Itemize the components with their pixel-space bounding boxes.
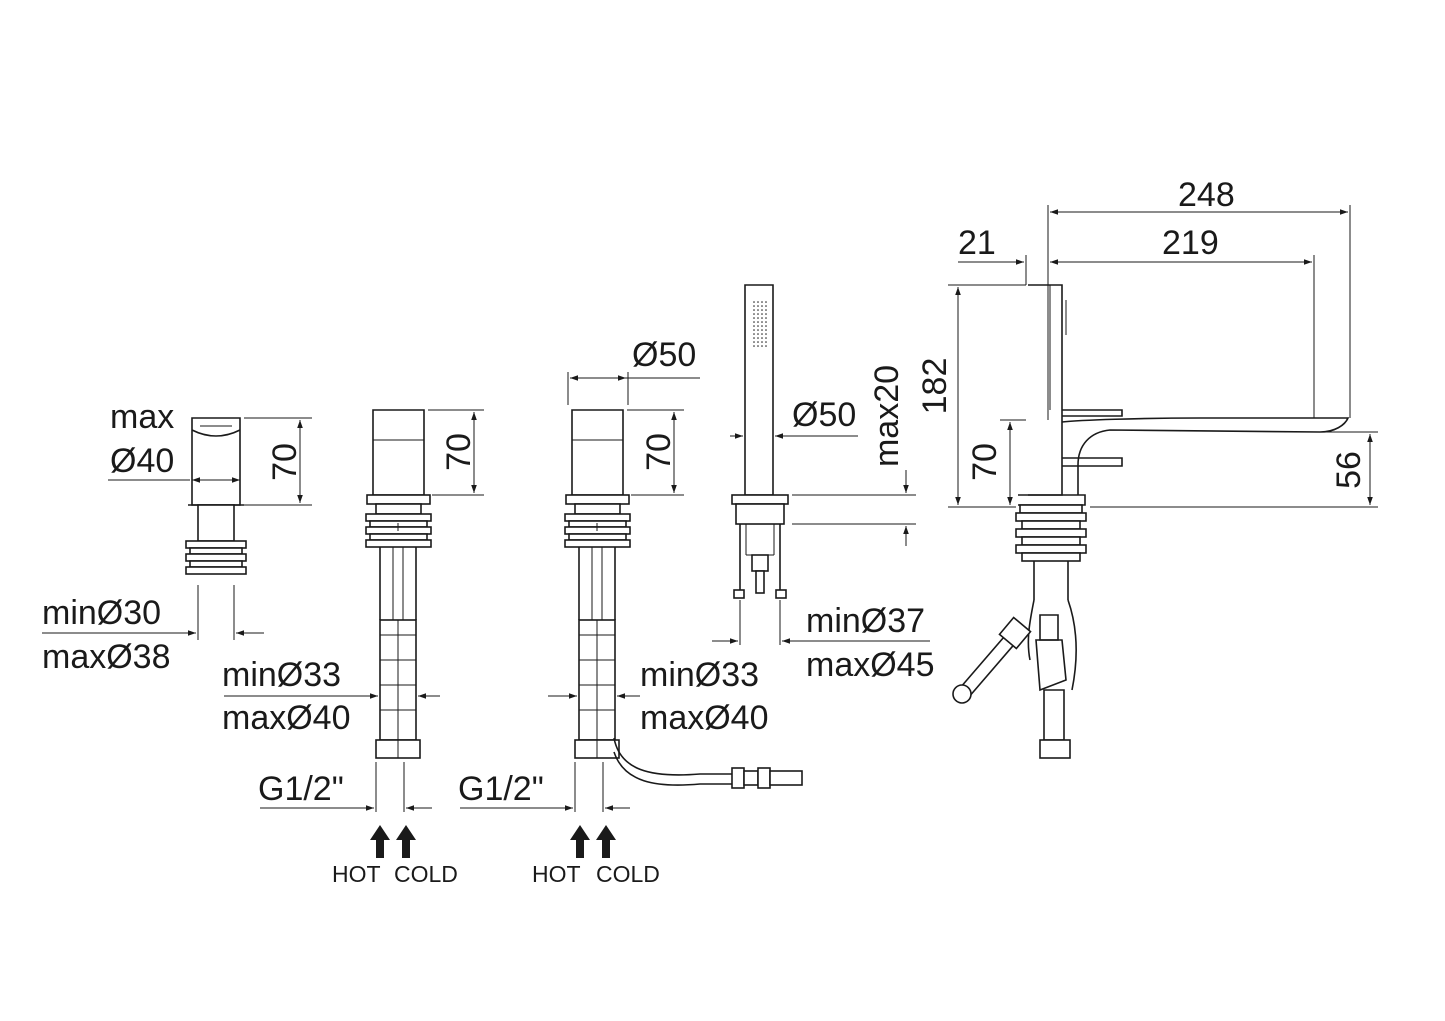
unit-3-max-hole-label: maxØ40 — [640, 699, 769, 737]
unit-2-cold-label: COLD — [394, 861, 458, 887]
unit-2-max-hole-label: maxØ40 — [222, 699, 351, 737]
unit-2-thread-label: G1/2" — [258, 770, 344, 808]
unit-4-max-thickness-label: max20 — [868, 365, 906, 467]
unit-1-diameter-label: Ø40 — [110, 442, 174, 480]
unit-5-lever-height-label: 70 — [966, 443, 1004, 481]
unit-2-min-hole-label: minØ33 — [222, 656, 341, 694]
unit-5-spout-reach-label: 219 — [1162, 224, 1219, 262]
unit-4-max-hole-label: maxØ45 — [806, 646, 935, 684]
unit-3-diameter-label: Ø50 — [632, 336, 696, 374]
unit-4-diameter-label: Ø50 — [792, 396, 856, 434]
unit-1-max-hole-label: maxØ38 — [42, 638, 171, 676]
unit-1-knob — [42, 417, 312, 640]
unit-2-valve — [224, 409, 484, 858]
unit-1-max-label: max — [110, 398, 174, 436]
unit-1-height-label: 70 — [266, 443, 304, 481]
unit-5-total-height-label: 182 — [916, 358, 954, 415]
unit-5-total-length-label: 248 — [1178, 176, 1235, 214]
unit-2-height-label: 70 — [440, 433, 478, 471]
unit-5-spout-height-label: 56 — [1330, 451, 1368, 489]
unit-3-height-label: 70 — [640, 433, 678, 471]
unit-5-offset-label: 21 — [958, 224, 996, 262]
unit-4-hand-shower — [712, 284, 930, 645]
unit-2-hot-label: HOT — [332, 861, 381, 887]
unit-3-hot-label: HOT — [532, 861, 581, 887]
unit-3-cold-label: COLD — [596, 861, 660, 887]
unit-1-min-hole-label: minØ30 — [42, 594, 161, 632]
unit-5-spout — [948, 205, 1378, 759]
unit-3-thread-label: G1/2" — [458, 770, 544, 808]
unit-3-diverter — [460, 372, 803, 858]
unit-4-min-hole-label: minØ37 — [806, 602, 925, 640]
unit-3-min-hole-label: minØ33 — [640, 656, 759, 694]
